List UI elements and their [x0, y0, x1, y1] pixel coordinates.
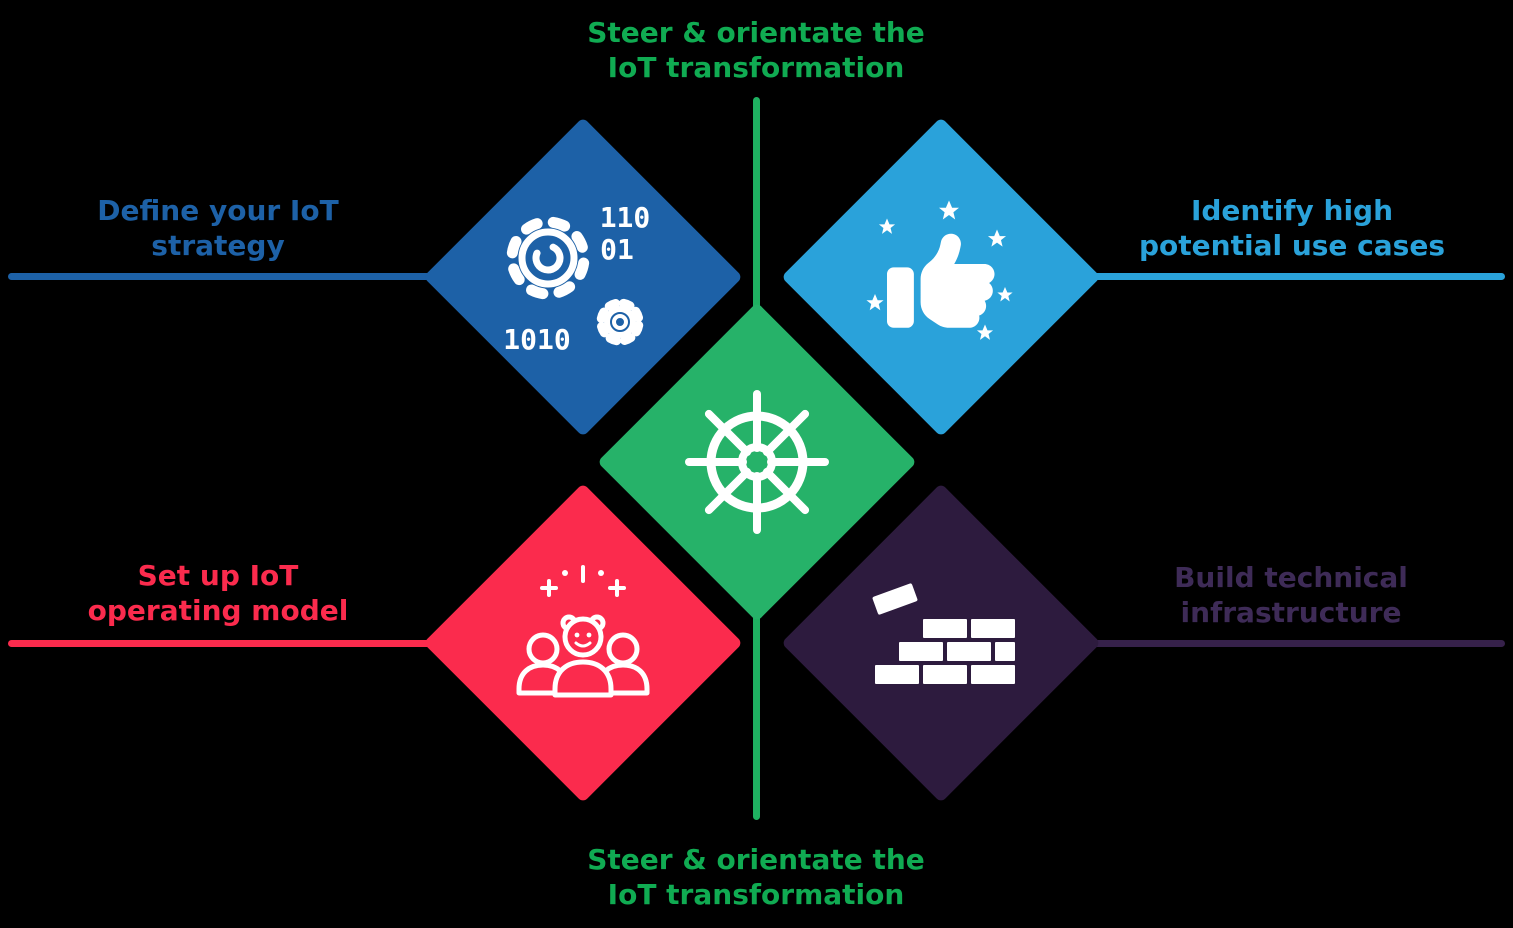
steer-bottom-label-line2: IoT transformation: [607, 878, 905, 911]
strategy-connector-line: [8, 273, 460, 280]
binary-digits-bottom: 1010: [503, 323, 570, 356]
infrastructure-label: Build technical infrastructure: [1111, 560, 1471, 630]
use-cases-connector-line: [1053, 273, 1505, 280]
steer-top-label-line2: IoT transformation: [607, 51, 905, 84]
team-icon: [493, 553, 673, 733]
operating-model-label: Set up IoT operating model: [38, 558, 398, 628]
steer-bottom-label: Steer & orientate the IoT transformation: [556, 842, 956, 912]
use-cases-label-line1: Identify high: [1190, 194, 1394, 227]
ship-helm-icon: [677, 382, 837, 542]
infrastructure-label-line1: Build technical: [1174, 561, 1408, 594]
steer-top-label-line1: Steer & orientate the: [587, 16, 925, 49]
operating-model-connector-line: [8, 640, 460, 647]
use-cases-label-line2: potential use cases: [1139, 229, 1445, 262]
operating-model-label-line2: operating model: [87, 594, 349, 627]
steer-top-label: Steer & orientate the IoT transformation: [556, 15, 956, 85]
gears-binary-icon: 110 01 1010: [493, 187, 673, 367]
infrastructure-label-line2: infrastructure: [1180, 596, 1402, 629]
binary-digits-top: 110: [600, 201, 651, 234]
use-cases-label: Identify high potential use cases: [1112, 193, 1472, 263]
thumbs-up-stars-icon: [851, 187, 1031, 367]
binary-digits-middle: 01: [600, 233, 634, 266]
steer-bottom-label-line1: Steer & orientate the: [587, 843, 925, 876]
brick-wall-icon: [851, 553, 1031, 733]
strategy-label-line1: Define your IoT: [97, 194, 339, 227]
strategy-label-line2: strategy: [151, 229, 285, 262]
infrastructure-connector-line: [1053, 640, 1505, 647]
strategy-label: Define your IoT strategy: [38, 193, 398, 263]
operating-model-label-line1: Set up IoT: [137, 559, 299, 592]
